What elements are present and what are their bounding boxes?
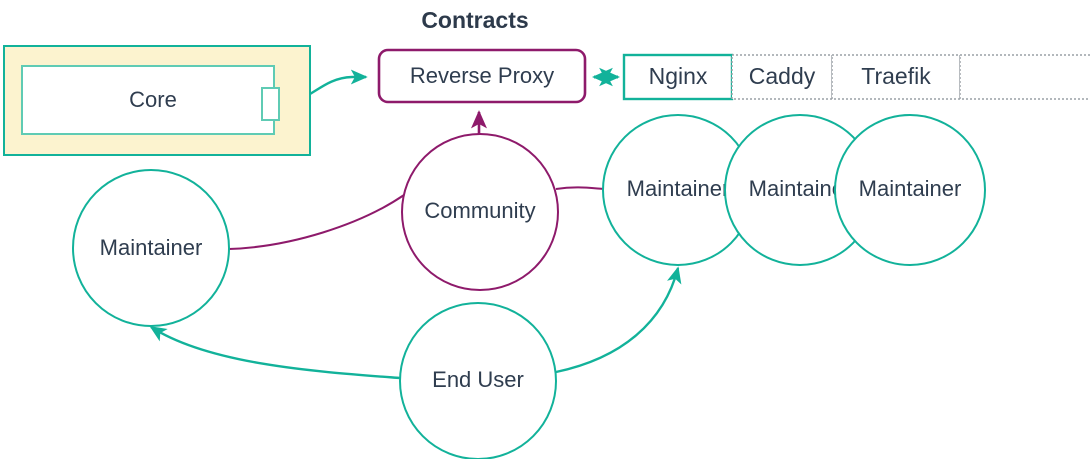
table-cell-empty[interactable] xyxy=(959,54,1090,100)
table-cell-nginx-box xyxy=(622,53,734,101)
circle-node-maintainer-left[interactable]: Maintainer xyxy=(72,169,230,327)
community-label: Community xyxy=(424,198,535,223)
reverse-proxy-box xyxy=(377,48,587,104)
table-cell-traefik-label: Traefik xyxy=(861,63,931,89)
table-cell-nginx-label: Nginx xyxy=(649,63,708,89)
maintainer-r1-label: Maintainer xyxy=(627,176,730,201)
core-port-handle[interactable] xyxy=(261,87,280,121)
circle-node-maintainer-r1[interactable]: Maintainer xyxy=(602,114,754,266)
reverse-proxy-label: Reverse Proxy xyxy=(410,63,554,88)
maintainer-r3-circle xyxy=(834,114,986,266)
proxy-options-table: Nginx Caddy Traefik xyxy=(622,53,1090,101)
end-user-label: End User xyxy=(432,367,524,392)
core-inner-box xyxy=(21,65,275,135)
core-label: Core xyxy=(129,87,177,112)
maintainer-r3-label: Maintainer xyxy=(859,176,962,201)
table-cell-nginx[interactable]: Nginx xyxy=(622,53,734,101)
table-cell-traefik-box xyxy=(831,54,961,100)
circle-node-community[interactable]: Community xyxy=(401,133,559,291)
maintainer-left-label: Maintainer xyxy=(100,235,203,260)
community-circle xyxy=(401,133,559,291)
edge-community-to-maintainer-left xyxy=(228,194,405,250)
core-container[interactable]: Core xyxy=(3,45,311,156)
edge-community-to-maintainer-right xyxy=(555,186,605,190)
edge-end-user-to-maintainer-left xyxy=(149,325,401,380)
table-cell-caddy-box xyxy=(731,54,833,100)
table-cell-caddy[interactable]: Caddy xyxy=(731,54,833,100)
edge-end-user-to-maintainer-right xyxy=(555,266,682,374)
table-cell-traefik[interactable]: Traefik xyxy=(831,54,961,100)
table-cell-empty-box xyxy=(959,54,1090,100)
table-cell-caddy-label: Caddy xyxy=(749,63,816,89)
circle-node-maintainer-r3[interactable]: Maintainer xyxy=(834,114,986,266)
reverse-proxy-node[interactable]: Reverse Proxy xyxy=(377,48,587,104)
maintainer-left-circle xyxy=(72,169,230,327)
page-title: Contracts xyxy=(421,7,528,33)
end-user-circle xyxy=(399,302,557,459)
circle-node-end-user[interactable]: End User xyxy=(399,302,557,459)
